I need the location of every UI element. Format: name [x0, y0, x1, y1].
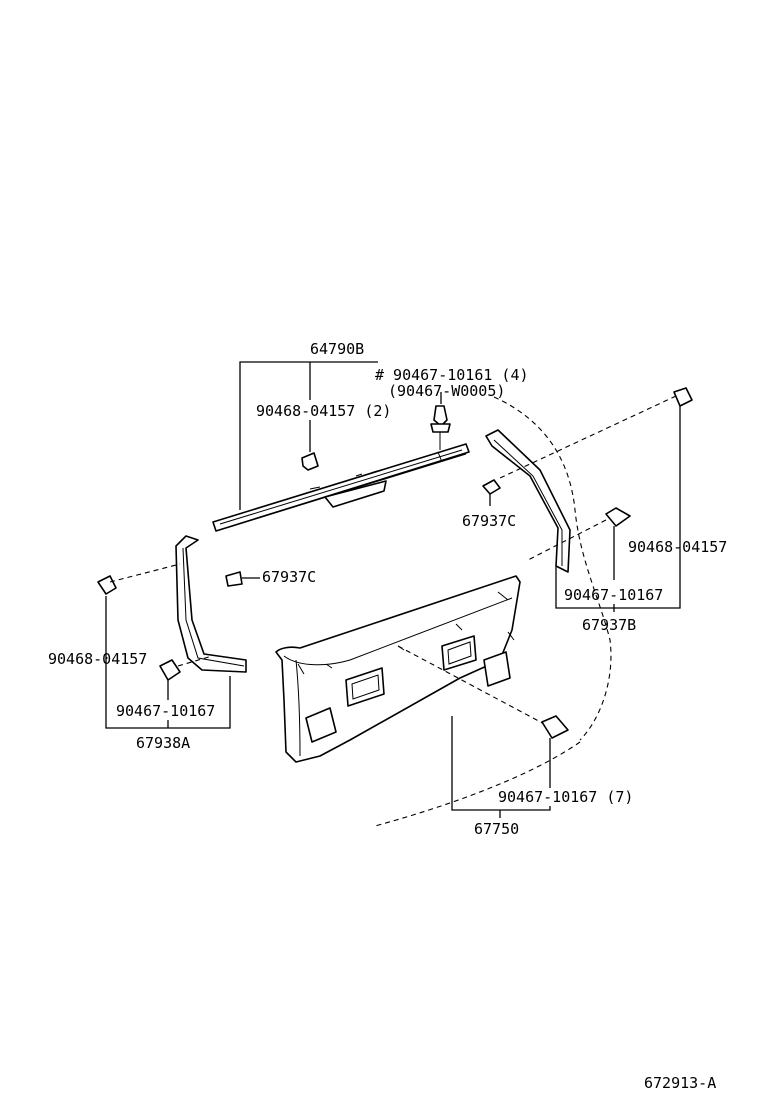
push-clip-bottom-icon [541, 715, 569, 739]
label-67750: 67750 [474, 820, 519, 838]
label-clip-90468-04157-left: 90468-04157 [48, 650, 147, 668]
bracket-67938a [105, 596, 231, 729]
push-clip-right-icon [605, 507, 631, 527]
clip-90468-right-icon [673, 387, 693, 407]
push-clip-icon [430, 405, 451, 450]
label-clip-90467-10167-left: 90467-10167 [116, 702, 215, 720]
left-pillar-garnish-67938a [175, 535, 247, 673]
clip-67937c-left-icon [225, 571, 243, 587]
clip-67937c-right-icon [482, 479, 501, 495]
garnish-strip-64790b [212, 443, 470, 532]
bracket-67750 [451, 716, 551, 818]
label-67937c-left: 67937C [262, 568, 316, 586]
push-clip-left-icon [159, 659, 181, 681]
right-pillar-garnish-67937b [485, 429, 571, 573]
label-64790b: 64790B [310, 340, 364, 358]
label-clip-90467-10167-7: 90467-10167 (7) [498, 788, 633, 806]
bracket-64790b [239, 361, 378, 510]
clip-90468-left-icon [97, 575, 117, 595]
leader-curve [493, 396, 612, 741]
label-clip-90468-04157-2: 90468-04157 (2) [256, 402, 391, 420]
label-clip-90468-04157-right: 90468-04157 [628, 538, 727, 556]
label-67938a: 67938A [136, 734, 190, 752]
label-clip-90467-10167-right: 90467-10167 [564, 586, 663, 604]
label-clip-90467-10161: # 90467-10161 (4) [375, 366, 529, 384]
label-clip-90467-w0005: (90467-W0005) [388, 382, 505, 400]
back-door-trim-panel-67750 [275, 575, 521, 763]
diagram-id: 672913-A [644, 1074, 716, 1092]
clip-icon [301, 452, 319, 471]
label-67937c-right: 67937C [462, 512, 516, 530]
label-67937b: 67937B [582, 616, 636, 634]
